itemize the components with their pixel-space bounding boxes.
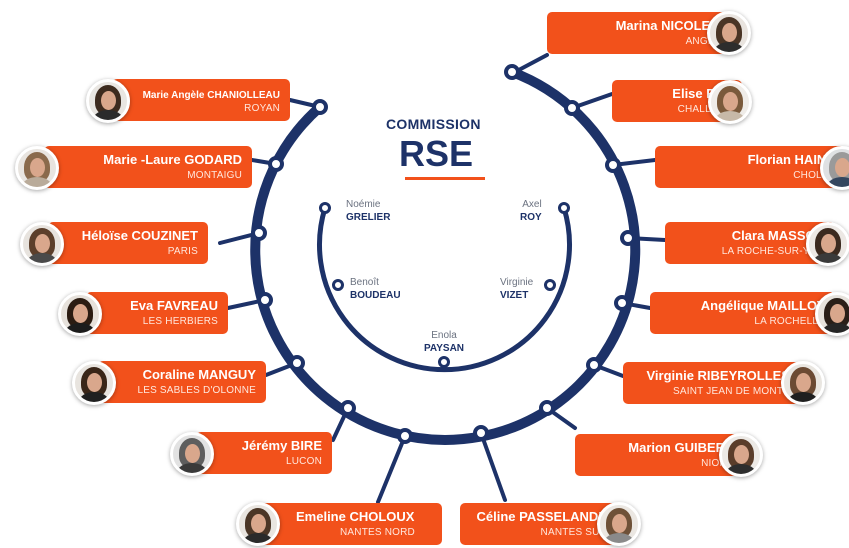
member-name: Coraline MANGUY <box>142 367 256 382</box>
member-name: Héloïse COUZINET <box>81 228 198 243</box>
member-city: LES HERBIERS <box>142 316 218 327</box>
node <box>312 99 328 115</box>
avatar <box>781 361 825 405</box>
node <box>473 425 489 441</box>
member-name: Florian HAINE <box>747 152 835 167</box>
inner-node <box>319 202 331 214</box>
member-city: LES SABLES D'OLONNE <box>137 385 256 396</box>
inner-nodes <box>319 202 570 368</box>
avatar <box>236 502 280 546</box>
member-city: ANGERS <box>685 36 729 47</box>
first-name: Enola <box>431 330 457 341</box>
node <box>268 156 284 172</box>
member-name: Marie Angèle CHANIOLLEAU <box>142 90 280 101</box>
member-city: ROYAN <box>244 103 280 114</box>
last-name: BOUDEAU <box>350 290 401 301</box>
node <box>605 157 621 173</box>
member-city: MONTAIGU <box>187 170 242 181</box>
node <box>251 225 267 241</box>
first-name: Noémie <box>346 199 381 210</box>
first-name: Virginie <box>500 277 534 288</box>
node <box>397 428 413 444</box>
node <box>564 100 580 116</box>
member-city: LA ROCHE-SUR-YON <box>721 246 825 257</box>
member-city: CHOLET <box>793 170 835 181</box>
inner-member: Enola PAYSAN <box>424 329 464 355</box>
member-card: Marie -Laure GODARD MONTAIGU <box>44 146 252 188</box>
first-name: Benoît <box>350 277 379 288</box>
node <box>586 357 602 373</box>
member-name: Clara MASSON <box>731 228 825 243</box>
title-commission: COMMISSION <box>386 116 481 132</box>
last-name: GRELIER <box>346 212 391 223</box>
member-name: Marie -Laure GODARD <box>103 152 242 167</box>
node <box>289 355 305 371</box>
node <box>620 230 636 246</box>
avatar <box>170 432 214 476</box>
avatar <box>806 222 849 266</box>
node <box>614 295 630 311</box>
member-name: Virginie RIBEYROLLES <box>646 368 790 383</box>
last-name: PAYSAN <box>424 343 465 354</box>
avatar <box>72 361 116 405</box>
title-underline <box>405 177 485 180</box>
avatar <box>820 146 849 190</box>
member-card: Virginie RIBEYROLLES SAINT JEAN DE MONTS <box>623 362 800 404</box>
avatar <box>15 146 59 190</box>
last-name: VIZET <box>500 290 529 301</box>
inner-member: Virginie VIZET <box>500 276 533 302</box>
member-city: LA ROCHELLE <box>754 316 825 327</box>
inner-node <box>544 279 556 291</box>
node <box>539 400 555 416</box>
member-card: Angélique MAILLOT LA ROCHELLE <box>650 292 835 334</box>
member-city: CHALLANS <box>677 104 732 115</box>
avatar <box>597 502 641 546</box>
member-card: Héloïse COUZINET PARIS <box>48 222 208 264</box>
avatar <box>815 292 849 336</box>
member-city: NIORT <box>701 458 733 469</box>
member-name: Jérémy BIRE <box>241 438 322 453</box>
member-card: Coraline MANGUY LES SABLES D'OLONNE <box>98 361 266 403</box>
inner-member: Benoît BOUDEAU <box>350 276 401 302</box>
inner-member: Noémie GRELIER <box>346 198 390 224</box>
member-city: NANTES SUD <box>540 527 607 538</box>
avatar <box>58 292 102 336</box>
member-city: NANTES NORD <box>340 527 415 538</box>
node <box>504 64 520 80</box>
member-city: PARIS <box>167 246 198 257</box>
member-card: Emeline CHOLOUX NANTES NORD <box>258 503 442 545</box>
member-name: Marion GUIBERT <box>628 440 733 455</box>
inner-node <box>438 356 450 368</box>
member-card: Céline PASSELANDE NANTES SUD <box>460 503 617 545</box>
inner-node <box>558 202 570 214</box>
inner-node <box>332 279 344 291</box>
member-name: Emeline CHOLOUX <box>296 509 415 524</box>
avatar <box>719 433 763 477</box>
member-name: Eva FAVREAU <box>130 298 218 313</box>
member-card: Eva FAVREAU LES HERBIERS <box>86 292 228 334</box>
first-name: Axel <box>522 199 542 210</box>
inner-ring <box>317 205 572 373</box>
avatar <box>20 222 64 266</box>
node <box>257 292 273 308</box>
member-card: Marion GUIBERT NIORT <box>575 434 743 476</box>
inner-member: Axel ROY <box>520 198 542 224</box>
member-card: Florian HAINE CHOLET <box>655 146 845 188</box>
avatar <box>708 80 752 124</box>
member-name: Céline PASSELANDE <box>476 509 607 524</box>
title-rse: RSE <box>399 133 474 174</box>
member-name: Marina NICOLEAU <box>615 18 729 33</box>
member-city: SAINT JEAN DE MONTS <box>673 386 790 397</box>
member-card: Marie Angèle CHANIOLLEAU ROYAN <box>112 79 290 121</box>
member-name: Angélique MAILLOT <box>700 298 825 313</box>
avatar <box>86 79 130 123</box>
avatar <box>707 11 751 55</box>
member-city: LUCON <box>285 456 322 467</box>
node <box>340 400 356 416</box>
outer-nodes <box>251 64 636 444</box>
member-card: Jérémy BIRE LUCON <box>196 432 332 474</box>
last-name: ROY <box>520 212 542 223</box>
